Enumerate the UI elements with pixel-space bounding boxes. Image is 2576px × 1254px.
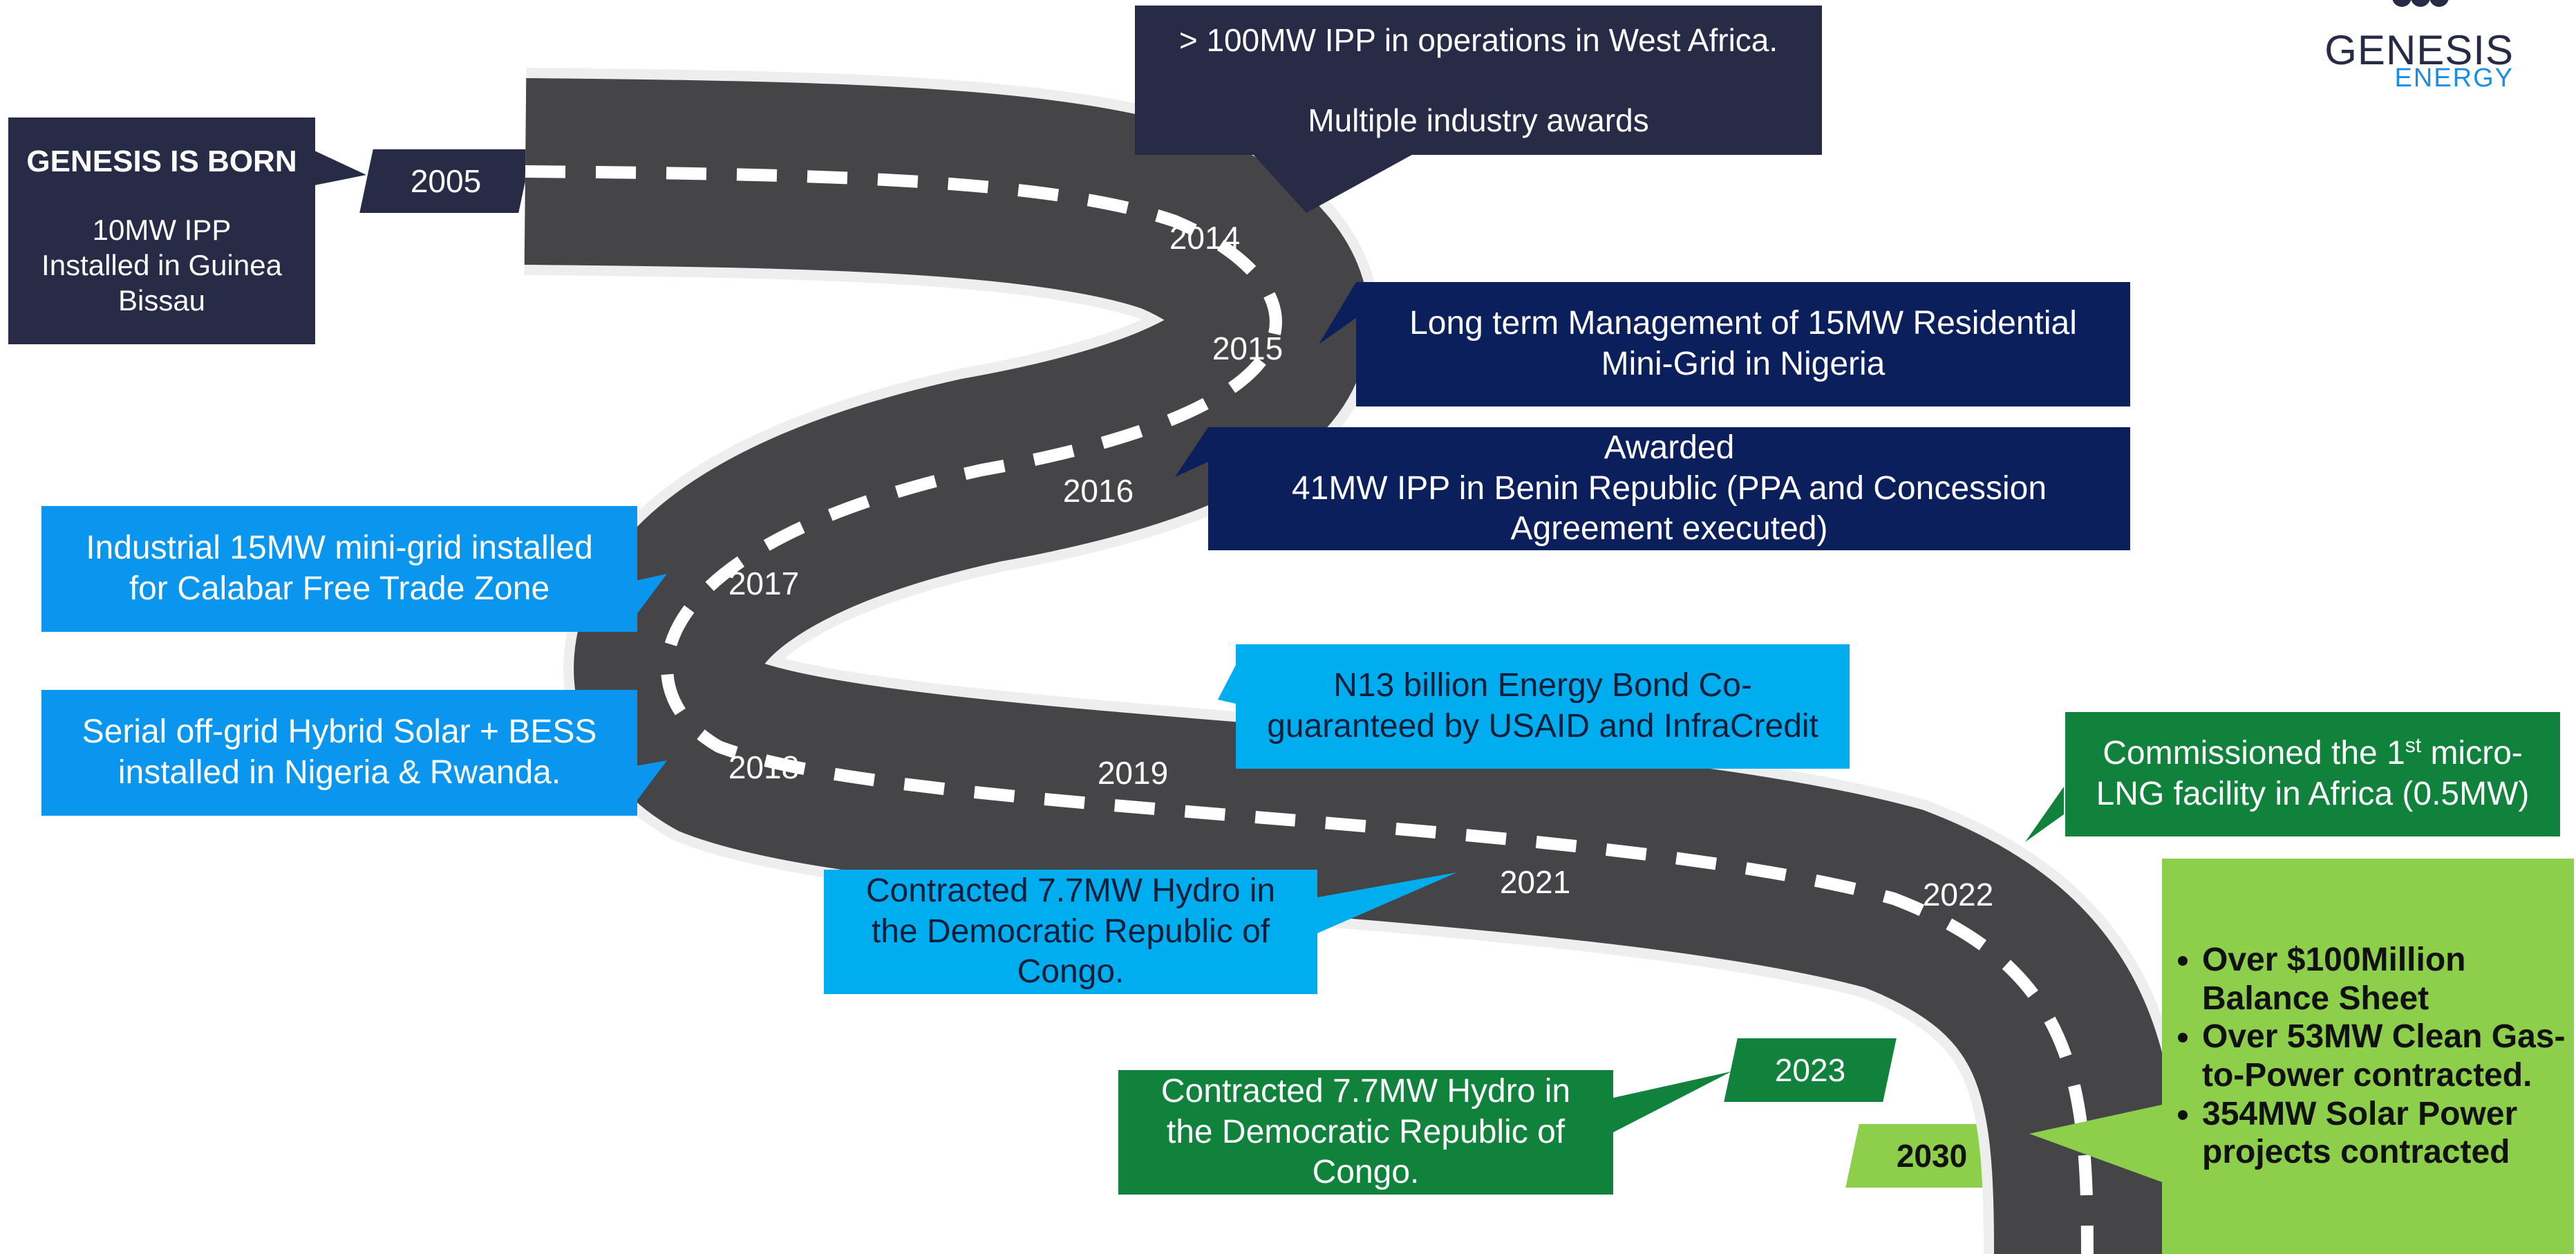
year-label-2019: 2019: [1053, 741, 1212, 805]
year-2015-text: 2015: [1212, 330, 1284, 366]
year-label-2023: 2023: [1731, 1038, 1890, 1102]
callout-2030-bullet: Over 53MW Clean Gas-to-Power contracted.: [2202, 1018, 2574, 1094]
callout-2005: GENESIS IS BORN 10MW IPP Installed in Gu…: [8, 118, 315, 344]
callout-2021: Contracted 7.7MW Hydro in the Democratic…: [824, 870, 1317, 994]
callout-2030: Over $100Million Balance Sheet Over 53MW…: [2162, 859, 2574, 1254]
callout-2014-text2: Multiple industry awards: [1308, 102, 1649, 138]
callout-2017: Industrial 15MW mini-grid installed for …: [41, 506, 637, 632]
callout-2030-list: Over $100Million Balance Sheet Over 53MW…: [2172, 941, 2574, 1172]
callout-2030-bullet: Over $100Million Balance Sheet: [2202, 941, 2574, 1018]
callout-2016-title: Awarded: [1604, 429, 1735, 467]
pointer-2014: [1251, 152, 1417, 213]
callout-2018: Serial off-grid Hybrid Solar + BESS inst…: [41, 690, 637, 816]
year-2016-text: 2016: [1062, 473, 1134, 509]
callout-2021-text: Contracted 7.7MW Hydro in the Democratic…: [865, 872, 1276, 991]
year-2023-text: 2023: [1774, 1052, 1846, 1088]
pointer-2023: [1613, 1071, 1731, 1132]
logo-wordmark: GENESIS: [2324, 27, 2514, 73]
callout-2005-title: GENESIS IS BORN: [26, 144, 297, 179]
pointer-2022: [2025, 787, 2064, 842]
pointer-2021: [1317, 872, 1457, 933]
year-label-2017: 2017: [684, 552, 843, 615]
callout-2022-superscript: st: [2405, 734, 2422, 758]
callout-2023-text: Contracted 7.7MW Hydro in the Democratic…: [1160, 1073, 1571, 1191]
pointer-2030: [2029, 1105, 2162, 1182]
callout-2015: Long term Management of 15MW Residential…: [1356, 282, 2130, 406]
year-label-2005: 2005: [366, 149, 525, 213]
year-label-2022: 2022: [1879, 863, 2038, 926]
callout-2014-text: > 100MW IPP in operations in West Africa…: [1178, 21, 1778, 58]
year-2022-text: 2022: [1922, 877, 1994, 913]
pointer-2018: [636, 760, 667, 802]
year-label-2021: 2021: [1456, 850, 1615, 914]
year-2005-text: 2005: [410, 163, 482, 199]
pointer-2019: [1218, 665, 1236, 704]
callout-2014: > 100MW IPP in operations in West Africa…: [1135, 6, 1822, 155]
year-label-2015: 2015: [1168, 317, 1327, 380]
callout-2023: Contracted 7.7MW Hydro in the Democratic…: [1118, 1070, 1613, 1195]
callout-2016: Awarded 41MW IPP in Benin Republic (PPA …: [1208, 427, 2130, 550]
callout-2019: N13 billion Energy Bond Co-guaranteed by…: [1236, 644, 1850, 769]
year-label-2018: 2018: [684, 736, 843, 799]
callout-2030-bullet: 354MW Solar Power projects contracted: [2202, 1095, 2574, 1172]
callout-2022: Commissioned the 1st micro-LNG facility …: [2065, 712, 2560, 836]
year-label-2030: 2030: [1852, 1124, 2011, 1188]
year-2018-text: 2018: [728, 749, 800, 785]
year-label-2014: 2014: [1125, 206, 1284, 270]
callout-2022-text: Commissioned the 1st micro-LNG facility …: [2085, 733, 2541, 814]
callout-2005-text: 10MW IPP Installed in Guinea Bissau: [41, 213, 282, 317]
callout-2022-text-before: Commissioned the 1: [2103, 735, 2405, 772]
callout-2016-text: 41MW IPP in Benin Republic (PPA and Conc…: [1291, 469, 2047, 548]
pointer-2017: [636, 574, 667, 615]
year-2030-text: 2030: [1896, 1138, 1968, 1174]
year-2019-text: 2019: [1097, 755, 1169, 791]
pointer-2015: [1319, 282, 1356, 344]
pointer-2016: [1175, 427, 1208, 477]
pointer-2005: [314, 151, 366, 185]
callout-2019-text: N13 billion Energy Bond Co-guaranteed by…: [1267, 667, 1818, 745]
callout-2015-text: Long term Management of 15MW Residential…: [1409, 305, 2077, 382]
logo-subtitle: ENERGY: [2394, 64, 2514, 93]
year-2021-text: 2021: [1499, 864, 1571, 900]
callout-2022-text-after: micro-LNG facility in Africa (0.5MW): [2096, 735, 2530, 812]
callout-2018-text: Serial off-grid Hybrid Solar + BESS inst…: [82, 713, 597, 791]
logo-mark-icon: [2392, 0, 2449, 7]
year-label-2016: 2016: [1019, 459, 1178, 523]
year-2014-text: 2014: [1169, 220, 1241, 256]
year-2017-text: 2017: [728, 565, 800, 601]
callout-2017-text: Industrial 15MW mini-grid installed for …: [86, 530, 593, 607]
